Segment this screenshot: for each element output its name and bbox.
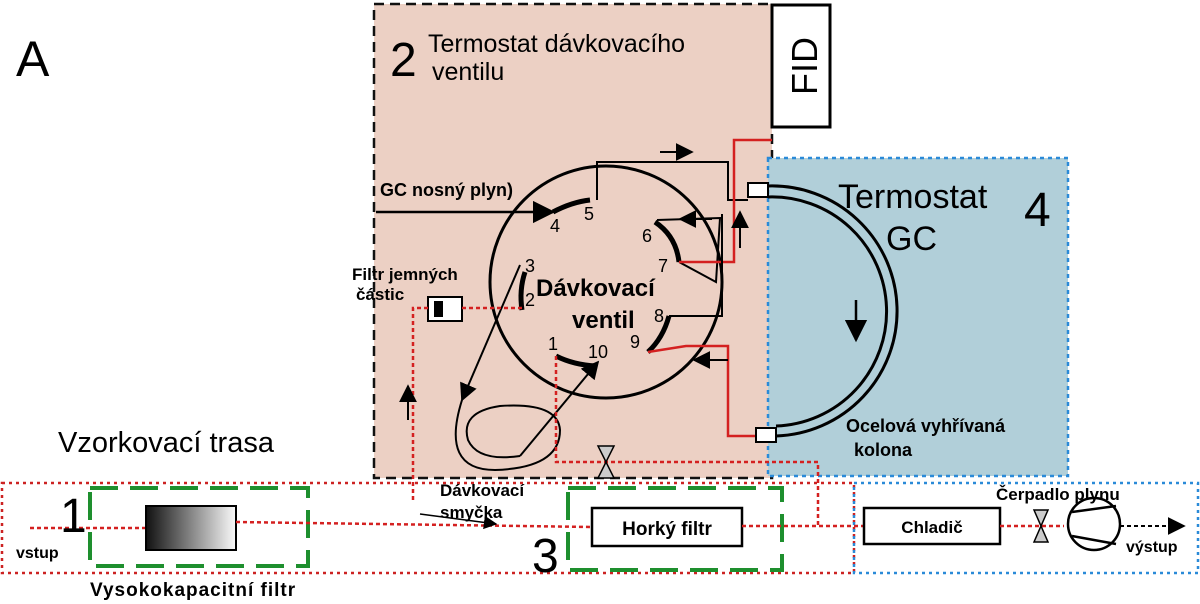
- outlet-label: výstup: [1126, 539, 1178, 556]
- port-10-label: 10: [588, 342, 608, 362]
- port-3-label: 3: [525, 256, 535, 276]
- heated-sample-in: [411, 306, 428, 500]
- port7-column-line: [679, 138, 772, 264]
- sample-loop-line-b: [519, 360, 600, 457]
- valve-label-2: ventil: [572, 307, 635, 334]
- channel-2-3: [518, 271, 528, 311]
- high-capacity-filter-label: Vysokokapacitní filtr: [90, 580, 296, 601]
- high-capacity-filter: [145, 505, 237, 551]
- port9-return-line: [647, 344, 758, 438]
- port-7-label: 7: [658, 256, 668, 276]
- hot-filter-zone: [566, 486, 784, 572]
- sampling-line-title: Vzorkovací trasa: [58, 427, 275, 459]
- gas-pump-vanes: [1071, 504, 1117, 546]
- steel-column-inner: [767, 195, 889, 428]
- cooler-box: [862, 506, 1002, 546]
- port8-line: [669, 214, 723, 317]
- cooler-label: Chladič: [901, 518, 962, 537]
- channel-8-9: [646, 315, 672, 354]
- zone-2-number: 2: [390, 34, 417, 87]
- gc-thermostat-title-1: Termostat: [838, 178, 988, 216]
- carrier-gas-label: GC nosný plyn): [380, 180, 513, 200]
- sample-loop-label-2: smyčka: [440, 503, 503, 522]
- zone-3-number: 3: [532, 530, 559, 583]
- port-2-label: 2: [525, 290, 535, 310]
- inlet-label: vstup: [16, 545, 59, 562]
- steel-column-outer: [767, 184, 899, 438]
- first-filter-zone: [88, 486, 310, 568]
- loop-link-arrow: [419, 513, 498, 530]
- port-6-label: 6: [642, 226, 652, 246]
- gc-thermostat-zone: [766, 156, 1070, 478]
- hot-filter-box: [590, 506, 744, 548]
- needle-valve-top: [596, 445, 616, 479]
- fine-filter-box: [427, 296, 463, 322]
- port-5-label: 5: [584, 204, 594, 224]
- port-1-label: 1: [548, 334, 558, 354]
- valve-thermostat-zone: [372, 2, 774, 480]
- line-filter-to-hot: [235, 520, 593, 529]
- gc-thermostat-title-2: GC: [886, 220, 937, 258]
- fid-box: [770, 3, 832, 129]
- valve-label-1: Dávkovací: [536, 275, 656, 302]
- column-bottom-connector: [755, 427, 777, 443]
- port-4-label: 4: [550, 216, 560, 236]
- panel-letter: A: [16, 31, 50, 87]
- channel-6-7: [653, 219, 682, 263]
- column-top-connector: [747, 182, 769, 198]
- zone-4-number: 4: [1024, 184, 1051, 237]
- hot-filter-label: Horký filtr: [622, 519, 712, 540]
- fine-filter-core: [434, 301, 443, 317]
- valve-thermostat-title-2: ventilu: [432, 58, 504, 86]
- column-label-2: kolona: [854, 440, 913, 460]
- needle-valve-pump: [1032, 509, 1050, 543]
- port-9-label: 9: [630, 332, 640, 352]
- column-label-1: Ocelová vyhřívaná: [846, 416, 1006, 436]
- port-8-label: 8: [654, 306, 664, 326]
- pump-label: Čerpadlo plynu: [996, 485, 1120, 504]
- sampling-line-zone: [0, 481, 856, 575]
- zone-1-number: 1: [60, 490, 87, 543]
- valve-thermostat-title-1: Termostat dávkovacího: [428, 30, 685, 58]
- fine-filter-label-2: částic: [356, 285, 404, 304]
- fine-filter-label-1: Filtr jemných: [352, 265, 458, 284]
- sample-loop-label-1: Dávkovací: [440, 481, 525, 500]
- fid-label: FID: [784, 37, 825, 95]
- sample-loop-line-a: [460, 264, 521, 402]
- heated-port1-bypass: [554, 356, 820, 526]
- channel-4-5: [551, 197, 591, 215]
